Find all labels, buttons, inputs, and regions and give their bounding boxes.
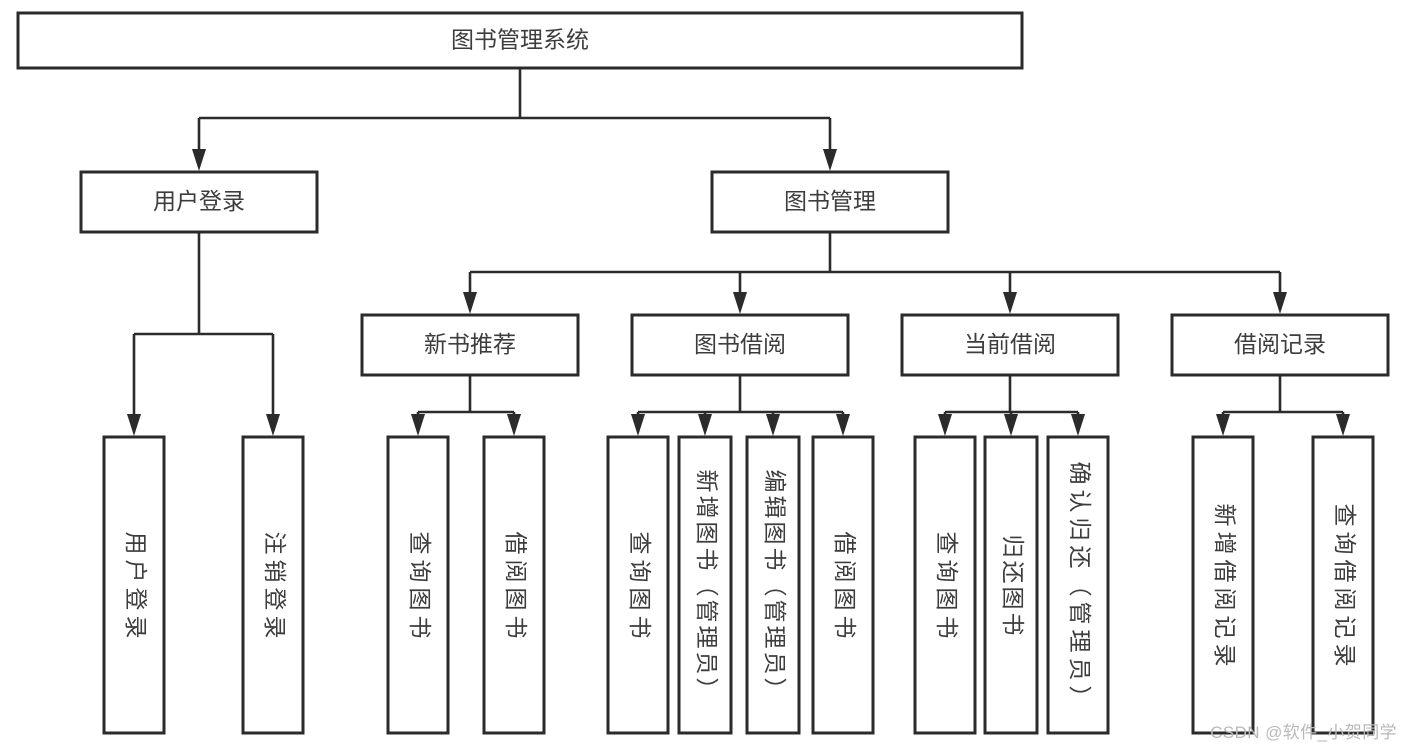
node-label-l-edit-book: 编辑图书（管理员） bbox=[762, 470, 788, 701]
node-l-return-book[interactable]: 归还图书 bbox=[983, 435, 1039, 735]
arrow-head-icon bbox=[733, 292, 747, 314]
node-box-n-borrow-record bbox=[1170, 313, 1390, 377]
arrow-head-icon bbox=[1273, 292, 1287, 314]
node-n-new-book-rec[interactable]: 新书推荐 bbox=[360, 313, 580, 377]
arrow-head-icon bbox=[938, 414, 952, 436]
node-label-l-borrow-book-1: 借阅图书 bbox=[503, 532, 529, 639]
node-label-root: 图书管理系统 bbox=[451, 27, 589, 53]
node-box-l-query-book-2 bbox=[606, 435, 670, 735]
arrow-head-icon bbox=[836, 414, 850, 436]
node-label-n-book-manage: 图书管理 bbox=[784, 188, 876, 214]
node-l-query-book-1[interactable]: 查询图书 bbox=[386, 435, 450, 735]
node-layer: 图书管理系统用户登录图书管理新书推荐图书借阅当前借阅借阅记录用户登录注销登录查询… bbox=[16, 11, 1390, 735]
node-label-l-add-book: 新增图书（管理员） bbox=[694, 470, 720, 701]
node-n-current-borrow[interactable]: 当前借阅 bbox=[900, 313, 1120, 377]
node-label-l-user-login: 用户登录 bbox=[123, 532, 149, 639]
node-l-add-record[interactable]: 新增借阅记录 bbox=[1191, 435, 1255, 735]
node-label-l-query-book-3: 查询图书 bbox=[934, 532, 960, 639]
node-l-borrow-book-1[interactable]: 借阅图书 bbox=[482, 435, 546, 735]
node-n-borrow-record[interactable]: 借阅记录 bbox=[1170, 313, 1390, 377]
arrow-head-icon bbox=[1003, 292, 1017, 314]
node-l-confirm-return[interactable]: 确认归还（管理员） bbox=[1046, 435, 1110, 735]
node-box-n-user-login bbox=[79, 170, 319, 234]
node-label-n-current-borrow: 当前借阅 bbox=[964, 331, 1056, 357]
node-box-l-add-book bbox=[677, 435, 733, 735]
node-l-user-login[interactable]: 用户登录 bbox=[102, 435, 166, 735]
node-box-n-new-book-rec bbox=[360, 313, 580, 377]
node-box-l-user-login bbox=[102, 435, 166, 735]
node-label-n-user-login: 用户登录 bbox=[153, 188, 245, 214]
node-label-n-new-book-rec: 新书推荐 bbox=[424, 331, 516, 357]
node-box-l-user-logout bbox=[241, 435, 305, 735]
node-box-l-borrow-book-1 bbox=[482, 435, 546, 735]
node-n-user-login[interactable]: 用户登录 bbox=[79, 170, 319, 234]
arrow-head-icon bbox=[631, 414, 645, 436]
node-box-l-borrow-book-2 bbox=[811, 435, 875, 735]
node-box-l-confirm-return bbox=[1046, 435, 1110, 735]
node-box-l-query-book-1 bbox=[386, 435, 450, 735]
node-l-query-record[interactable]: 查询借阅记录 bbox=[1311, 435, 1375, 735]
node-l-borrow-book-2[interactable]: 借阅图书 bbox=[811, 435, 875, 735]
node-box-l-edit-book bbox=[745, 435, 801, 735]
arrow-head-icon bbox=[698, 414, 712, 436]
arrow-head-icon bbox=[127, 414, 141, 436]
node-label-l-query-book-1: 查询图书 bbox=[407, 532, 433, 639]
node-l-edit-book[interactable]: 编辑图书（管理员） bbox=[745, 435, 801, 735]
node-n-book-manage[interactable]: 图书管理 bbox=[710, 170, 950, 234]
node-box-l-add-record bbox=[1191, 435, 1255, 735]
arrow-head-icon bbox=[1071, 414, 1085, 436]
arrow-head-icon bbox=[192, 149, 206, 171]
node-box-l-query-record bbox=[1311, 435, 1375, 735]
node-label-n-book-borrow: 图书借阅 bbox=[694, 331, 786, 357]
arrow-head-icon bbox=[1216, 414, 1230, 436]
node-root[interactable]: 图书管理系统 bbox=[16, 11, 1024, 70]
node-l-query-book-2[interactable]: 查询图书 bbox=[606, 435, 670, 735]
arrow-head-icon bbox=[463, 292, 477, 314]
arrow-head-icon bbox=[766, 414, 780, 436]
node-n-book-borrow[interactable]: 图书借阅 bbox=[630, 313, 850, 377]
arrow-head-icon bbox=[823, 149, 837, 171]
node-box-n-book-manage bbox=[710, 170, 950, 234]
node-label-l-borrow-book-2: 借阅图书 bbox=[832, 532, 858, 639]
node-label-l-query-book-2: 查询图书 bbox=[627, 532, 653, 639]
node-l-user-logout[interactable]: 注销登录 bbox=[241, 435, 305, 735]
node-box-n-book-borrow bbox=[630, 313, 850, 377]
arrow-head-icon bbox=[1336, 414, 1350, 436]
node-box-l-query-book-3 bbox=[913, 435, 977, 735]
arrow-head-icon bbox=[411, 414, 425, 436]
node-l-query-book-3[interactable]: 查询图书 bbox=[913, 435, 977, 735]
node-label-l-return-book: 归还图书 bbox=[1000, 535, 1026, 636]
node-box-l-return-book bbox=[983, 435, 1039, 735]
node-box-n-current-borrow bbox=[900, 313, 1120, 377]
node-box-root bbox=[16, 11, 1024, 70]
csdn-watermark: CSDN @软件_小贺同学 bbox=[1210, 723, 1397, 742]
node-label-l-query-record: 查询借阅记录 bbox=[1332, 504, 1358, 667]
node-label-l-confirm-return: 确认归还（管理员） bbox=[1067, 462, 1093, 709]
arrow-head-icon bbox=[266, 414, 280, 436]
arrow-head-icon bbox=[1004, 414, 1018, 436]
node-label-n-borrow-record: 借阅记录 bbox=[1234, 331, 1326, 357]
node-label-l-user-logout: 注销登录 bbox=[262, 532, 288, 639]
connector-layer bbox=[127, 68, 1350, 436]
arrow-head-icon bbox=[507, 414, 521, 436]
node-l-add-book[interactable]: 新增图书（管理员） bbox=[677, 435, 733, 735]
node-label-l-add-record: 新增借阅记录 bbox=[1212, 504, 1238, 667]
